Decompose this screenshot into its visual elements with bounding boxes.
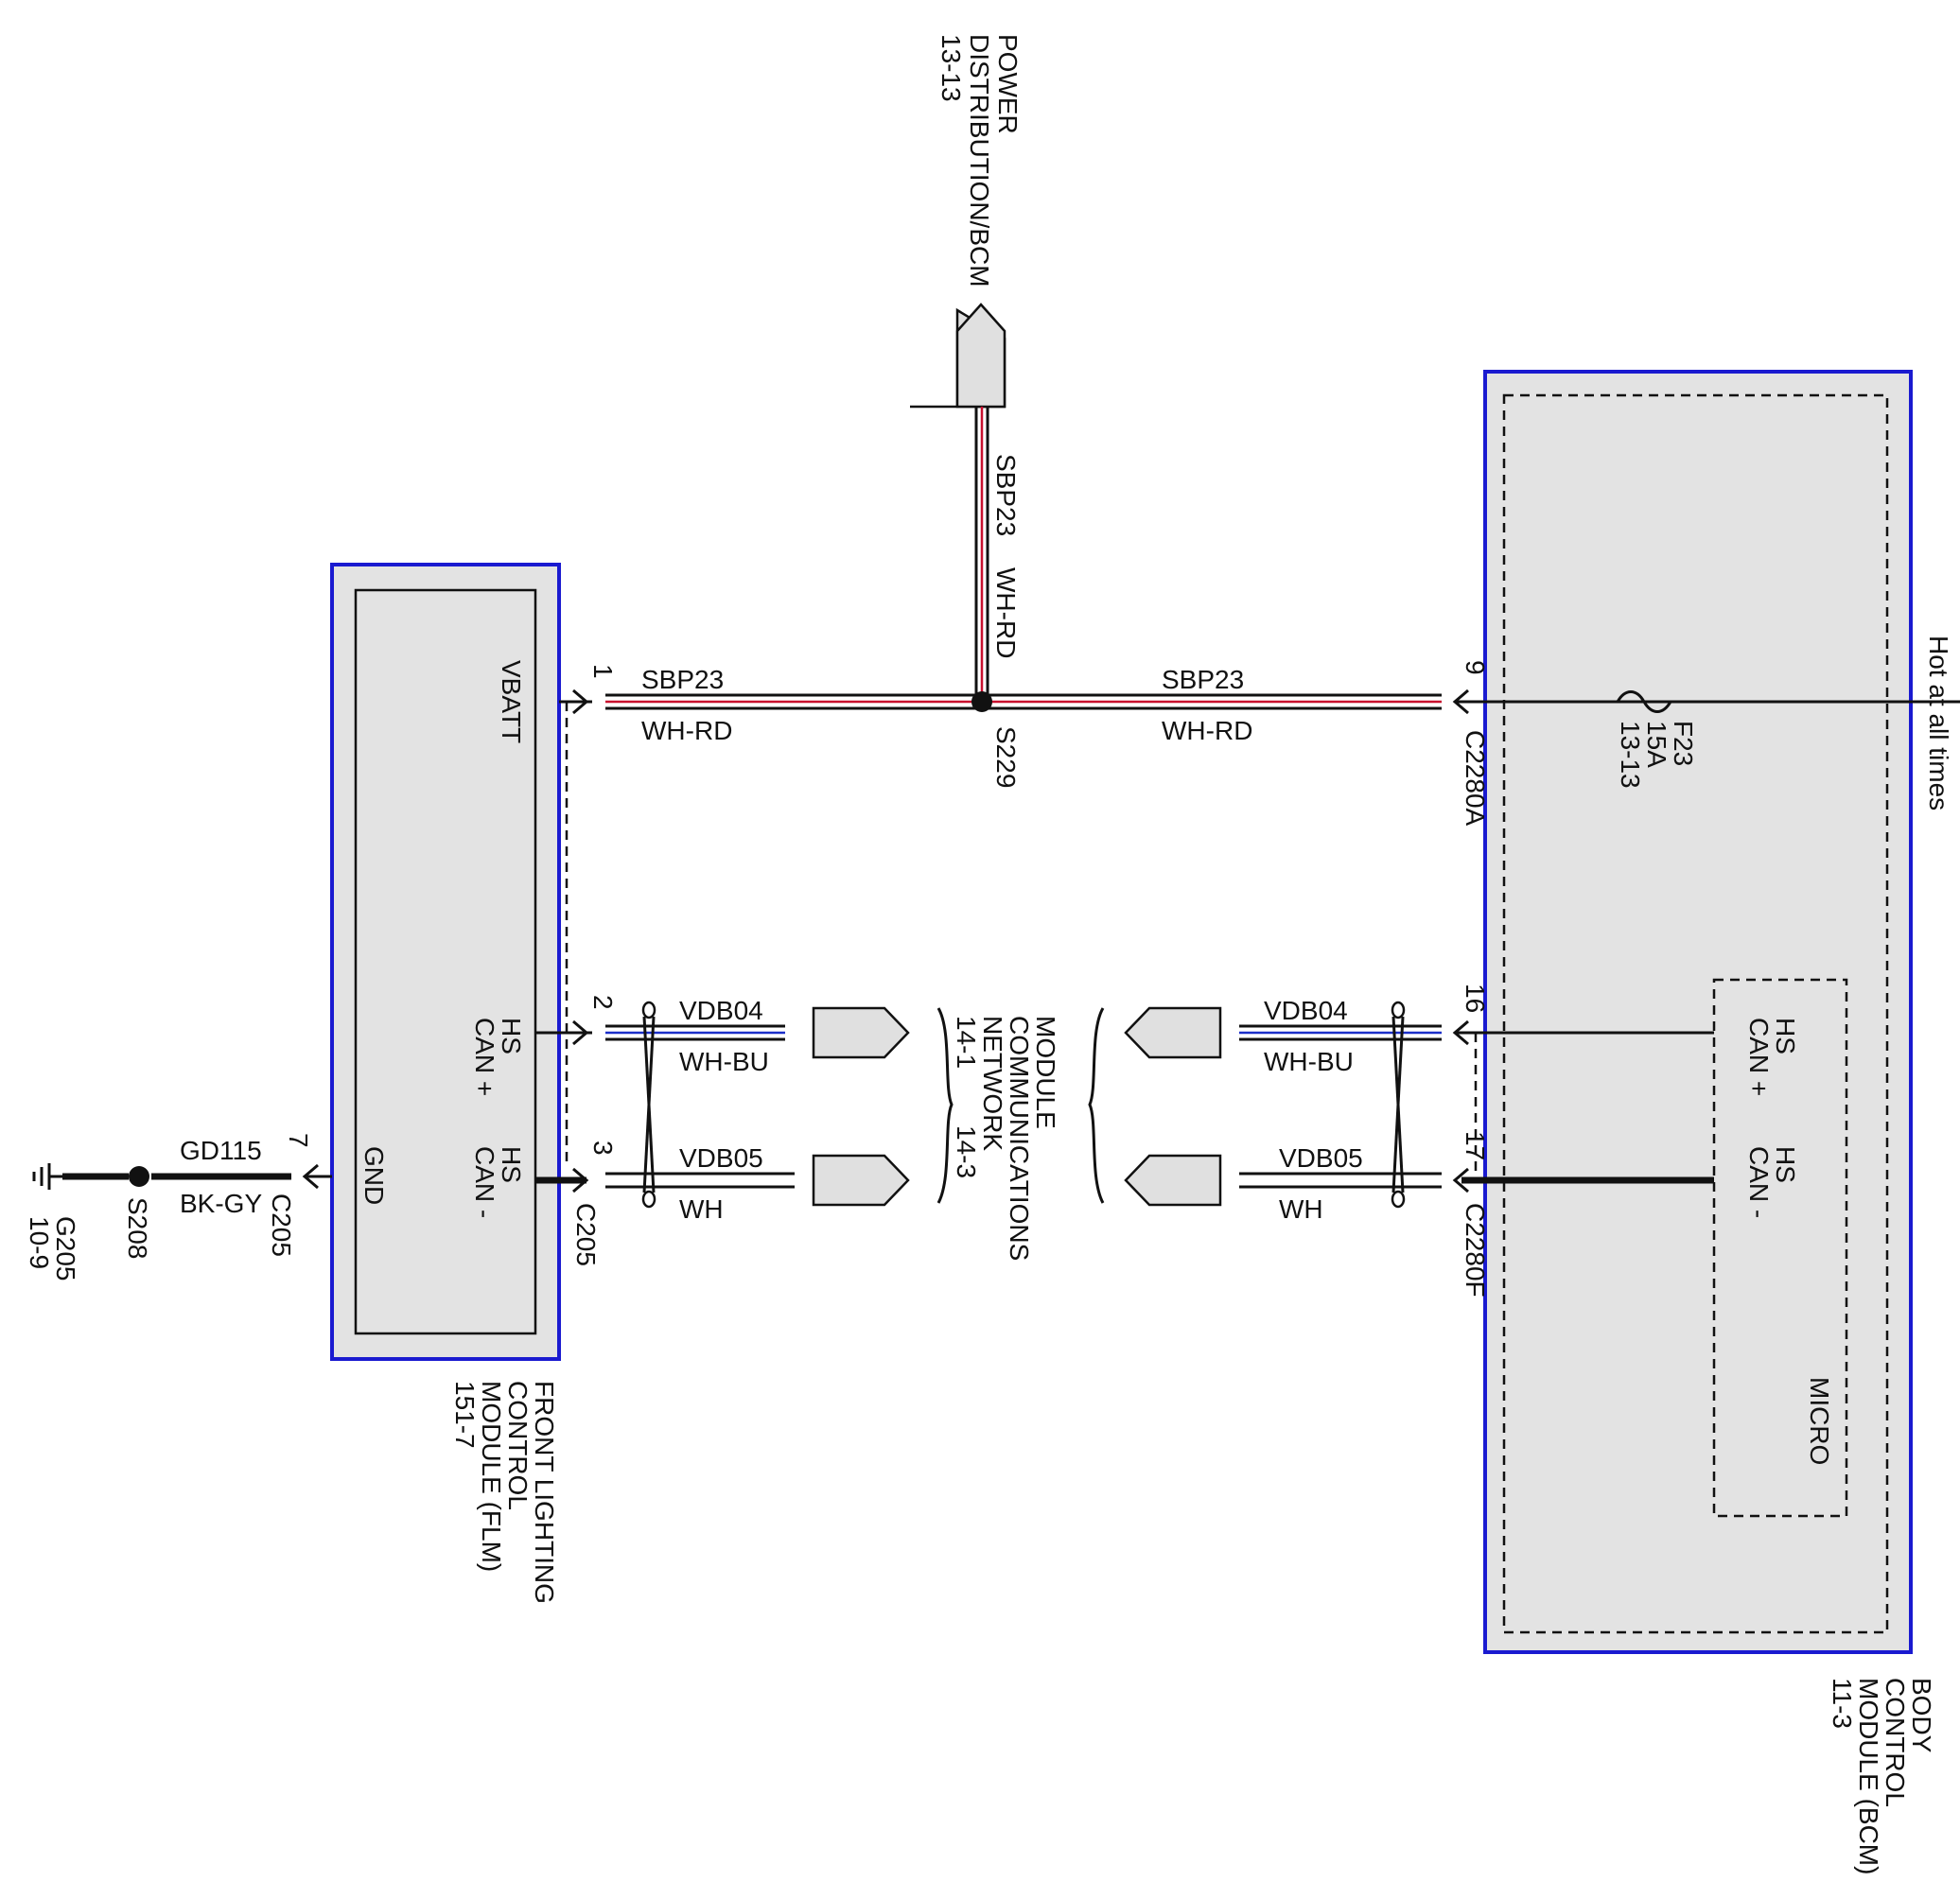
bcm-pin-can-minus-2: CAN - bbox=[1744, 1146, 1774, 1218]
can-minus-left-color: WH bbox=[679, 1194, 724, 1224]
splice-s208-label: S208 bbox=[123, 1197, 152, 1259]
fuse-line-3: 13-13 bbox=[1616, 721, 1645, 789]
fuse-line-1: F23 bbox=[1669, 721, 1698, 766]
flm-pin-can-plus-2: CAN + bbox=[470, 1018, 499, 1096]
splice-s208-dot[interactable] bbox=[129, 1166, 149, 1187]
flm-title-4: 151-7 bbox=[450, 1381, 480, 1449]
network-line-1: MODULE bbox=[1031, 1016, 1060, 1129]
vbatt-left-circuit: SBP23 bbox=[641, 665, 724, 694]
flm-pin-can-minus-1: HS bbox=[497, 1146, 526, 1183]
pd-color: WH-RD bbox=[991, 567, 1021, 658]
ground-icon bbox=[32, 1163, 62, 1190]
bcm-inner-dashed bbox=[1502, 393, 1889, 1634]
flm-ground-connector-c205: C205 bbox=[267, 1193, 296, 1257]
ground-name: G205 bbox=[51, 1216, 80, 1281]
vbatt-right-color: WH-RD bbox=[1162, 716, 1252, 745]
can-plus-left-color: WH-BU bbox=[679, 1047, 769, 1076]
bcm-pin-can-plus-2: CAN + bbox=[1744, 1018, 1774, 1096]
can-minus-left-connector[interactable] bbox=[812, 1154, 910, 1207]
network-line-5: 14-3 bbox=[952, 1125, 981, 1178]
flm-pin-number-7: 7 bbox=[284, 1133, 313, 1148]
can-minus-right-connector[interactable] bbox=[1124, 1154, 1222, 1207]
can-minus-right-color: WH bbox=[1279, 1194, 1323, 1224]
fuse-icon[interactable] bbox=[1616, 690, 1672, 713]
flm-pin-number-2: 2 bbox=[588, 995, 618, 1010]
flm-title-3: MODULE (FLM) bbox=[477, 1381, 506, 1572]
bcm-connector-c2280a: C2280A bbox=[1461, 730, 1490, 827]
vbatt-right-circuit: SBP23 bbox=[1162, 665, 1244, 694]
vbatt-left-color: WH-RD bbox=[641, 716, 732, 745]
bcm-pin16-arrow bbox=[1452, 1019, 1469, 1046]
can-plus-right-color: WH-BU bbox=[1264, 1047, 1354, 1076]
can-minus-left-circuit: VDB05 bbox=[679, 1143, 763, 1173]
pd-circuit: SBP23 bbox=[991, 454, 1021, 536]
network-line-2: COMMUNICATIONS bbox=[1005, 1016, 1034, 1261]
flm-pin-can-plus-1: HS bbox=[497, 1018, 526, 1054]
bcm-title-3: MODULE (BCM) bbox=[1854, 1678, 1883, 1874]
ground-page: 10-9 bbox=[25, 1216, 54, 1269]
network-brace-right bbox=[1088, 1007, 1105, 1204]
bcm-title-4: 11-3 bbox=[1828, 1678, 1857, 1729]
can-minus-right-circuit: VDB05 bbox=[1279, 1143, 1363, 1173]
flm-pin1-arrow bbox=[572, 688, 589, 715]
can-plus-right-connector[interactable] bbox=[1124, 1006, 1222, 1059]
splice-s229-label: S229 bbox=[991, 726, 1021, 788]
bcm-pin9-arrow bbox=[1452, 688, 1469, 715]
splice-s229-dot[interactable] bbox=[971, 691, 992, 712]
flm-pin3-arrow bbox=[572, 1167, 589, 1193]
flm-pin-number-1: 1 bbox=[588, 664, 618, 679]
bcm-pin-can-plus-1: HS bbox=[1771, 1018, 1800, 1054]
bcm-module-box[interactable] bbox=[1483, 370, 1913, 1654]
bcm-pin-number-9: 9 bbox=[1461, 660, 1490, 675]
pd-line-2: DISTRIBUTION/BCM bbox=[965, 34, 994, 287]
flm-pin2-arrow bbox=[572, 1019, 589, 1046]
bcm-micro-label: MICRO bbox=[1805, 1377, 1834, 1465]
network-brace-left bbox=[936, 1007, 954, 1204]
hot-label: Hot at all times bbox=[1924, 636, 1953, 810]
flm-inner-box bbox=[354, 588, 537, 1335]
can-plus-right-circuit: VDB04 bbox=[1264, 996, 1348, 1025]
bcm-pin17-arrow bbox=[1452, 1167, 1469, 1193]
bcm-title-1: BODY bbox=[1907, 1678, 1936, 1753]
fuse-line-2: 15A bbox=[1642, 721, 1671, 768]
bcm-pin-number-17: 17 bbox=[1461, 1131, 1490, 1160]
bcm-pin-can-minus-1: HS bbox=[1771, 1146, 1800, 1183]
network-line-3: NETWORK bbox=[978, 1016, 1007, 1151]
flm-connector-c205: C205 bbox=[571, 1203, 601, 1266]
ground-wire-color: BK-GY bbox=[180, 1189, 262, 1218]
network-line-4: 14-1 bbox=[952, 1016, 981, 1069]
flm-title-2: CONTROL bbox=[503, 1381, 533, 1510]
can-plus-left-circuit: VDB04 bbox=[679, 996, 763, 1025]
ground-wire-circuit: GD115 bbox=[180, 1136, 262, 1165]
flm-pin-can-minus-2: CAN - bbox=[470, 1146, 499, 1218]
flm-title-1: FRONT LIGHTING bbox=[530, 1381, 559, 1604]
flm-pin-gnd: GND bbox=[359, 1146, 389, 1205]
flm-pin-vbatt: VBATT bbox=[497, 660, 526, 743]
twisted-pair-right-icon bbox=[1391, 1001, 1406, 1209]
pd-line-3: 13-13 bbox=[936, 34, 966, 102]
can-plus-left-connector[interactable] bbox=[812, 1006, 910, 1059]
flm-pin-number-3: 3 bbox=[588, 1141, 618, 1156]
bcm-pin-number-16: 16 bbox=[1461, 984, 1490, 1013]
pd-line-1: POWER bbox=[993, 34, 1023, 134]
bcm-connector-c2280f: C2280F bbox=[1461, 1203, 1490, 1298]
bcm-title-2: CONTROL bbox=[1881, 1678, 1910, 1807]
micro-dashed-box bbox=[1712, 978, 1848, 1518]
twisted-pair-left-icon bbox=[641, 1001, 656, 1209]
